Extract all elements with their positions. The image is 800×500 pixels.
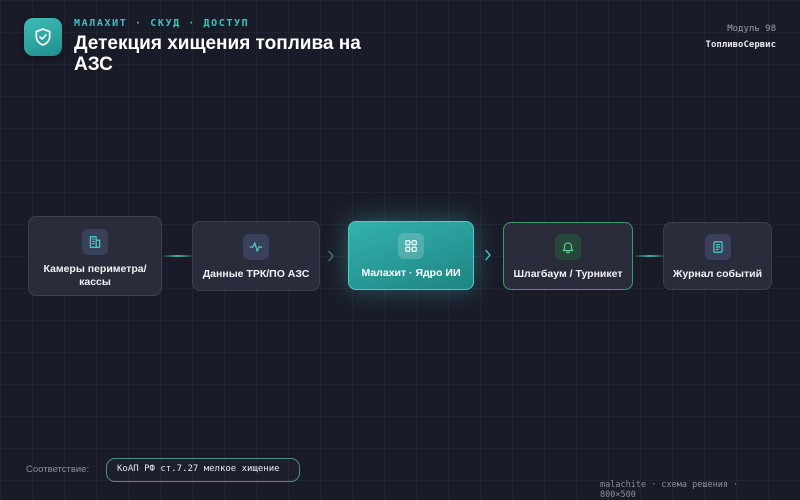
node-ai-core[interactable]: Малахит · Ядро ИИ xyxy=(348,221,474,290)
node-fuel-data[interactable]: Данные ТРК/ПО АЗС xyxy=(192,221,320,291)
company-name: ТопливоСервис xyxy=(705,40,776,50)
app-logo xyxy=(24,18,62,56)
compliance-badge: КоАП РФ ст.7.27 мелкое хищение xyxy=(106,458,300,482)
shield-check-icon xyxy=(35,28,51,46)
building-icon xyxy=(82,229,108,255)
bell-icon xyxy=(555,234,581,260)
activity-icon xyxy=(243,234,269,260)
node-label: Малахит · Ядро ИИ xyxy=(361,267,461,279)
chevron-right-icon xyxy=(485,249,491,261)
brand-kicker: МАЛАХИТ · СКУД · ДОСТУП xyxy=(74,18,250,29)
node-label: Камеры периметра/ кассы xyxy=(43,263,147,288)
node-cameras[interactable]: Камеры периметра/ кассы xyxy=(28,216,162,296)
connector-4 xyxy=(636,255,664,257)
document-icon xyxy=(704,234,731,260)
node-label: Данные ТРК/ПО АЗС xyxy=(202,268,310,280)
node-label: Журнал событий xyxy=(672,268,763,280)
chevron-right-icon xyxy=(328,250,334,262)
node-barrier[interactable]: Шлагбаум / Турникет xyxy=(503,222,633,290)
connector-1 xyxy=(164,255,192,257)
grid-icon xyxy=(398,233,424,259)
page-title: Детекция хищения топлива на АЗС xyxy=(74,33,361,75)
node-label: Шлагбаум / Турникет xyxy=(513,268,623,280)
compliance-label: Соответствие: xyxy=(26,464,90,475)
module-number: Модуль 98 xyxy=(727,24,776,34)
footer-caption: malachite · схема решения · 800×500 xyxy=(600,480,739,500)
node-event-log[interactable]: Журнал событий xyxy=(663,222,772,290)
